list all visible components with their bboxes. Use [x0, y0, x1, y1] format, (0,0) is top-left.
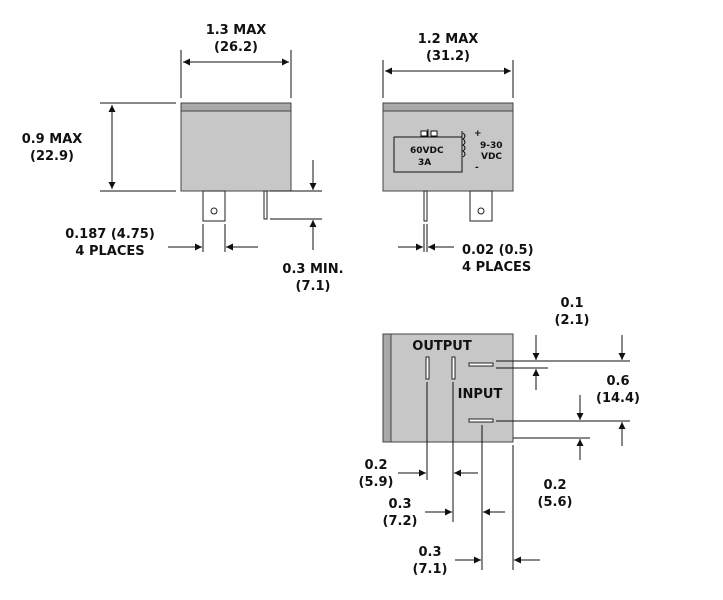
load-rating-voltage: 60VDC — [410, 146, 444, 156]
input-label: INPUT — [458, 387, 503, 402]
polarity-minus: - — [475, 163, 479, 173]
front-view-terminal-tab — [469, 190, 493, 222]
side-view-terminal-hole — [210, 207, 218, 215]
pin-width-places: 4 PLACES — [75, 244, 144, 259]
dim-0-2-right-label: 0.2 — [543, 478, 566, 493]
side-height-metric: (22.9) — [30, 149, 74, 164]
dim-0-2-right-metric: (5.6) — [538, 495, 573, 510]
dim-0-2-left-metric: (5.9) — [359, 475, 394, 490]
side-view-cover-lip — [180, 102, 292, 112]
pin-length-label: 0.3 MIN. — [282, 262, 343, 277]
dim-0-1-label: 0.1 — [560, 296, 583, 311]
bottom-view-body — [390, 333, 514, 443]
bottom-view: OUTPUT INPUT 0.1 (2.1) 0.6 (14.4) 0.2 (5… — [359, 296, 640, 577]
side-view-terminal-edge — [263, 190, 268, 220]
input-terminal-slot-2 — [468, 418, 494, 423]
front-view-terminal-edge — [423, 190, 428, 222]
control-voltage-unit: VDC — [481, 152, 502, 162]
pin-thickness-places: 4 PLACES — [462, 260, 531, 275]
output-terminal-slot-1 — [425, 356, 430, 380]
front-width-metric: (31.2) — [426, 49, 470, 64]
dim-0-3-upper-metric: (7.2) — [383, 514, 418, 529]
load-rating-current: 3A — [418, 158, 431, 168]
input-terminal-slot-1 — [468, 362, 494, 367]
output-label: OUTPUT — [412, 339, 472, 354]
led-icon — [420, 130, 428, 137]
dim-0-3-lower-label: 0.3 — [418, 545, 441, 560]
dim-0-2-left-label: 0.2 — [364, 458, 387, 473]
front-width-label: 1.2 MAX — [418, 32, 479, 47]
dim-0-6-metric: (14.4) — [596, 391, 640, 406]
side-width-label: 1.3 MAX — [206, 23, 267, 38]
pin-thickness-label: 0.02 (0.5) — [462, 243, 534, 258]
side-width-metric: (26.2) — [214, 40, 258, 55]
side-view: 1.3 MAX (26.2) 0.9 MAX (22.9) 0.187 (4.7… — [22, 23, 344, 294]
front-view-body — [382, 110, 514, 192]
front-view: 60VDC 3A 9-30 VDC + - 1.2 MAX (31.2) 0.0… — [382, 32, 534, 275]
pin-length-metric: (7.1) — [296, 279, 331, 294]
relay-schematic: 60VDC 3A 9-30 VDC + - — [393, 129, 503, 173]
bottom-view-cover-lip — [382, 333, 392, 443]
side-view-terminal-tab — [202, 190, 226, 222]
coil-icon — [462, 132, 466, 158]
dim-0-3-lower-metric: (7.1) — [413, 562, 448, 577]
dim-0-3-upper-label: 0.3 — [388, 497, 411, 512]
dim-0-1-metric: (2.1) — [555, 313, 590, 328]
pin-width-label: 0.187 (4.75) — [65, 227, 155, 242]
output-terminal-slot-2 — [451, 356, 456, 380]
front-view-terminal-hole — [477, 207, 485, 215]
side-view-body — [180, 110, 292, 192]
control-voltage-range: 9-30 — [480, 141, 503, 151]
dim-0-6-label: 0.6 — [606, 374, 629, 389]
side-height-label: 0.9 MAX — [22, 132, 83, 147]
front-view-cover-lip — [382, 102, 514, 112]
polarity-plus: + — [474, 129, 482, 139]
